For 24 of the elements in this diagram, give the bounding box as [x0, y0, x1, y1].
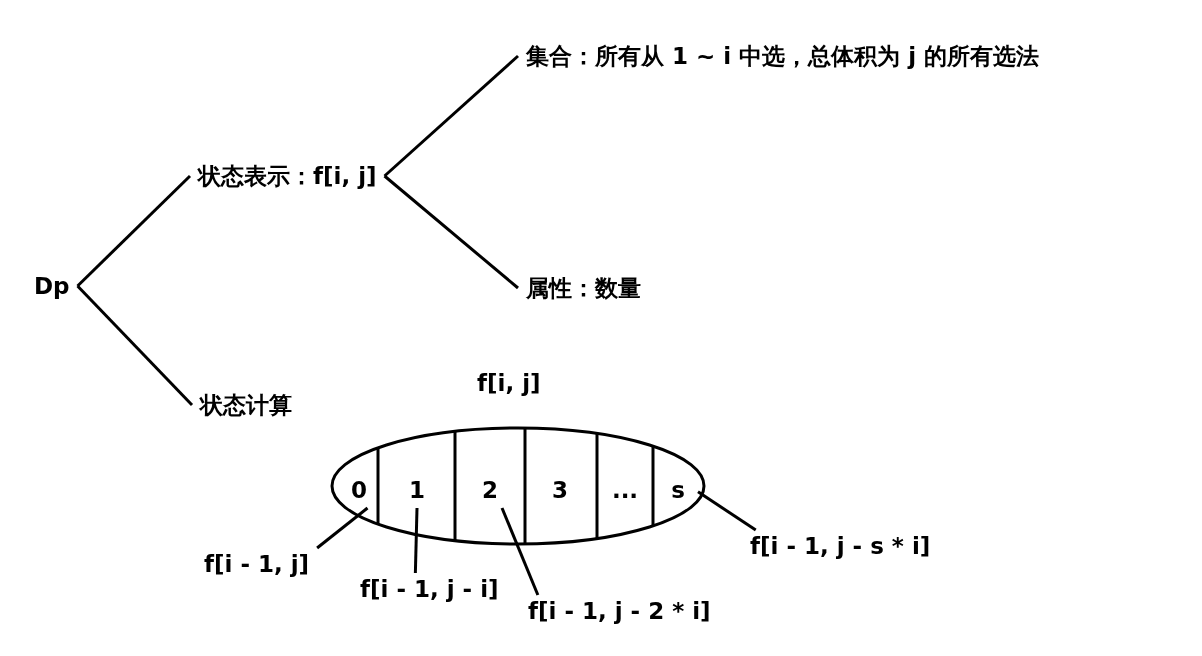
node-label: 状态表示：f[i, j] — [190, 160, 385, 192]
cell-label: s — [658, 472, 698, 508]
node-label: 集合：所有从 1 ~ i 中选，总体积为 j 的所有选法 — [518, 40, 1048, 72]
branch-line — [76, 174, 192, 288]
node-label: Dp — [26, 270, 78, 302]
cell-label: 3 — [530, 472, 590, 508]
cell-label: 2 — [460, 472, 520, 508]
leader-line — [413, 507, 419, 574]
branch-line — [76, 284, 194, 407]
cell-label: 1 — [385, 472, 449, 508]
cell-label: 0 — [342, 472, 376, 508]
node-label: f[i - 1, j] — [196, 548, 318, 580]
leader-line — [697, 490, 757, 532]
node-label: f[i - 1, j - s * i] — [742, 530, 939, 562]
node-label: f[i - 1, j - 2 * i] — [520, 595, 719, 627]
branch-line — [383, 174, 519, 290]
ellipse-title: f[i, j] — [477, 370, 541, 396]
leader-line — [316, 506, 369, 550]
branch-line — [383, 54, 519, 178]
node-label: 属性：数量 — [518, 272, 649, 304]
leader-line — [500, 507, 540, 596]
node-label: f[i - 1, j - i] — [352, 573, 507, 605]
cell-label: ... — [602, 472, 648, 508]
node-label: 状态计算 — [192, 389, 300, 421]
